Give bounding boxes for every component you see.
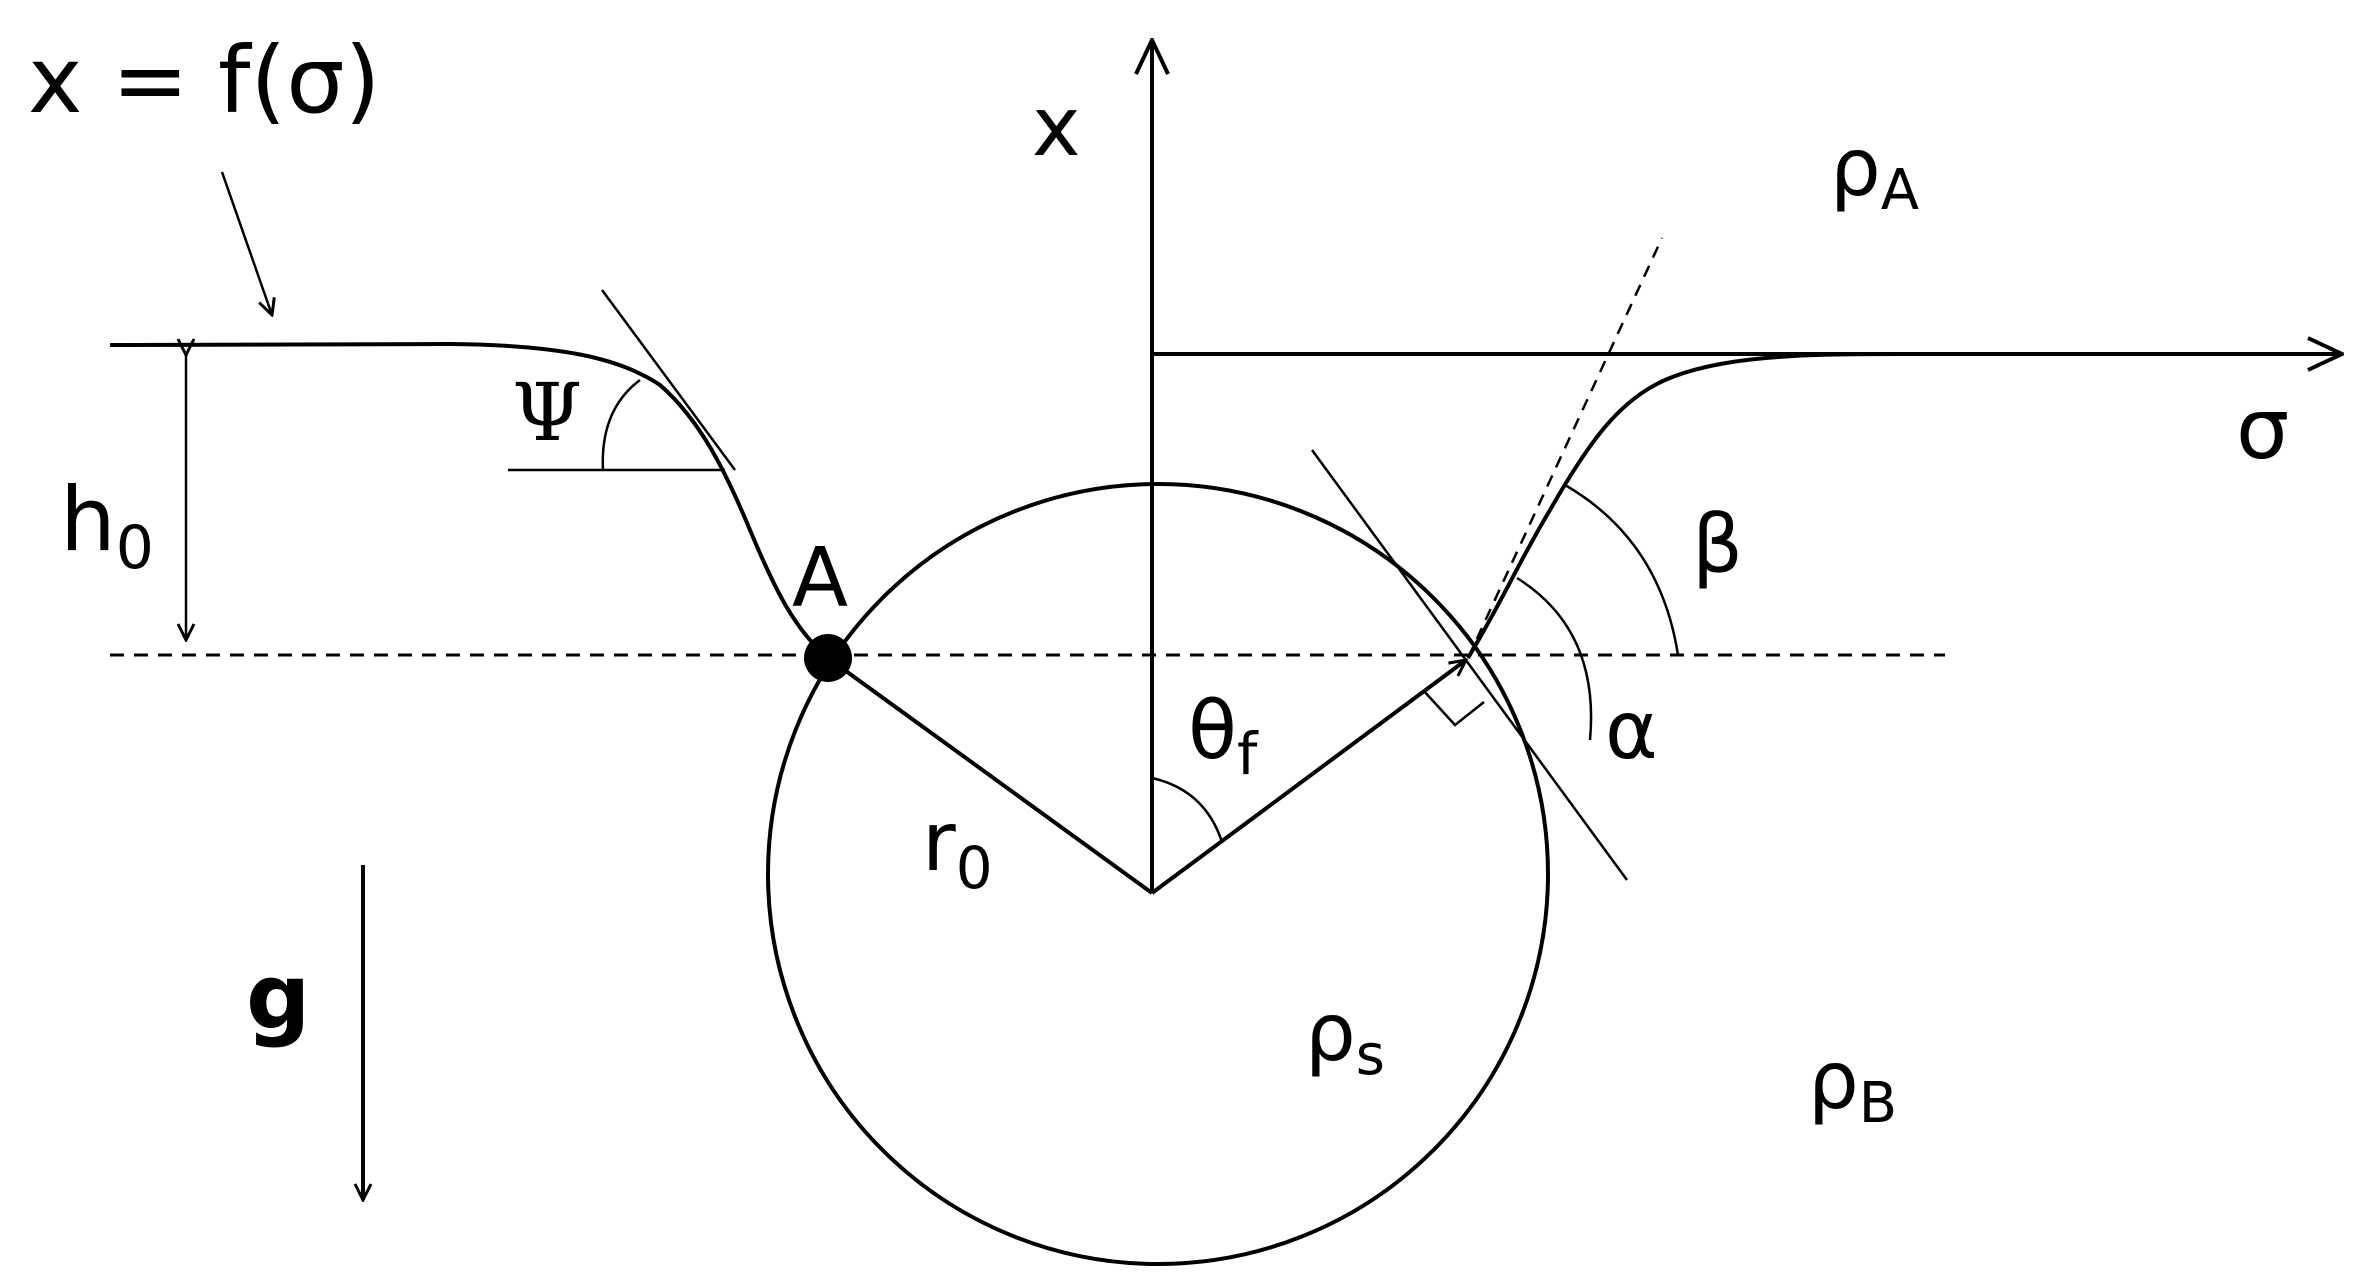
beta-label: β xyxy=(1692,498,1743,591)
equation-label: x = f(σ) xyxy=(28,27,381,134)
beta-arc xyxy=(1564,483,1680,656)
r0-label: r0 xyxy=(922,795,993,902)
point-a-label: A xyxy=(792,531,848,626)
alpha-label: α xyxy=(1605,684,1658,777)
x-axis-label: x xyxy=(1032,80,1081,175)
alpha-arc xyxy=(1516,576,1593,741)
rho-s-label: ρs xyxy=(1305,986,1385,1088)
point-a-dot xyxy=(804,634,852,682)
psi-tangent-line xyxy=(600,289,737,471)
theta-f-arc xyxy=(1151,776,1224,843)
sphere xyxy=(766,482,1550,1266)
radius-right-arrow xyxy=(1150,660,1466,895)
left-meniscus-curve xyxy=(109,341,830,660)
psi-label: Ψ xyxy=(512,366,582,459)
sphere-tangent-line xyxy=(1310,449,1629,881)
sigma-axis-label: σ xyxy=(2236,380,2289,478)
psi-arc xyxy=(601,379,641,471)
theta-f-label: θf xyxy=(1188,684,1259,788)
radius-r0 xyxy=(826,656,1154,895)
rho-b-label: ρB xyxy=(1808,1034,1897,1136)
equation-pointer-arrow xyxy=(220,171,272,315)
rho-a-label: ρA xyxy=(1830,121,1919,223)
right-meniscus-curve xyxy=(1466,352,2180,660)
meniscus-tangent-dashed xyxy=(1466,237,1664,659)
right-angle-marker xyxy=(1422,689,1485,727)
h0-label: h0 xyxy=(60,468,154,583)
gravity-label: g xyxy=(246,945,310,1050)
